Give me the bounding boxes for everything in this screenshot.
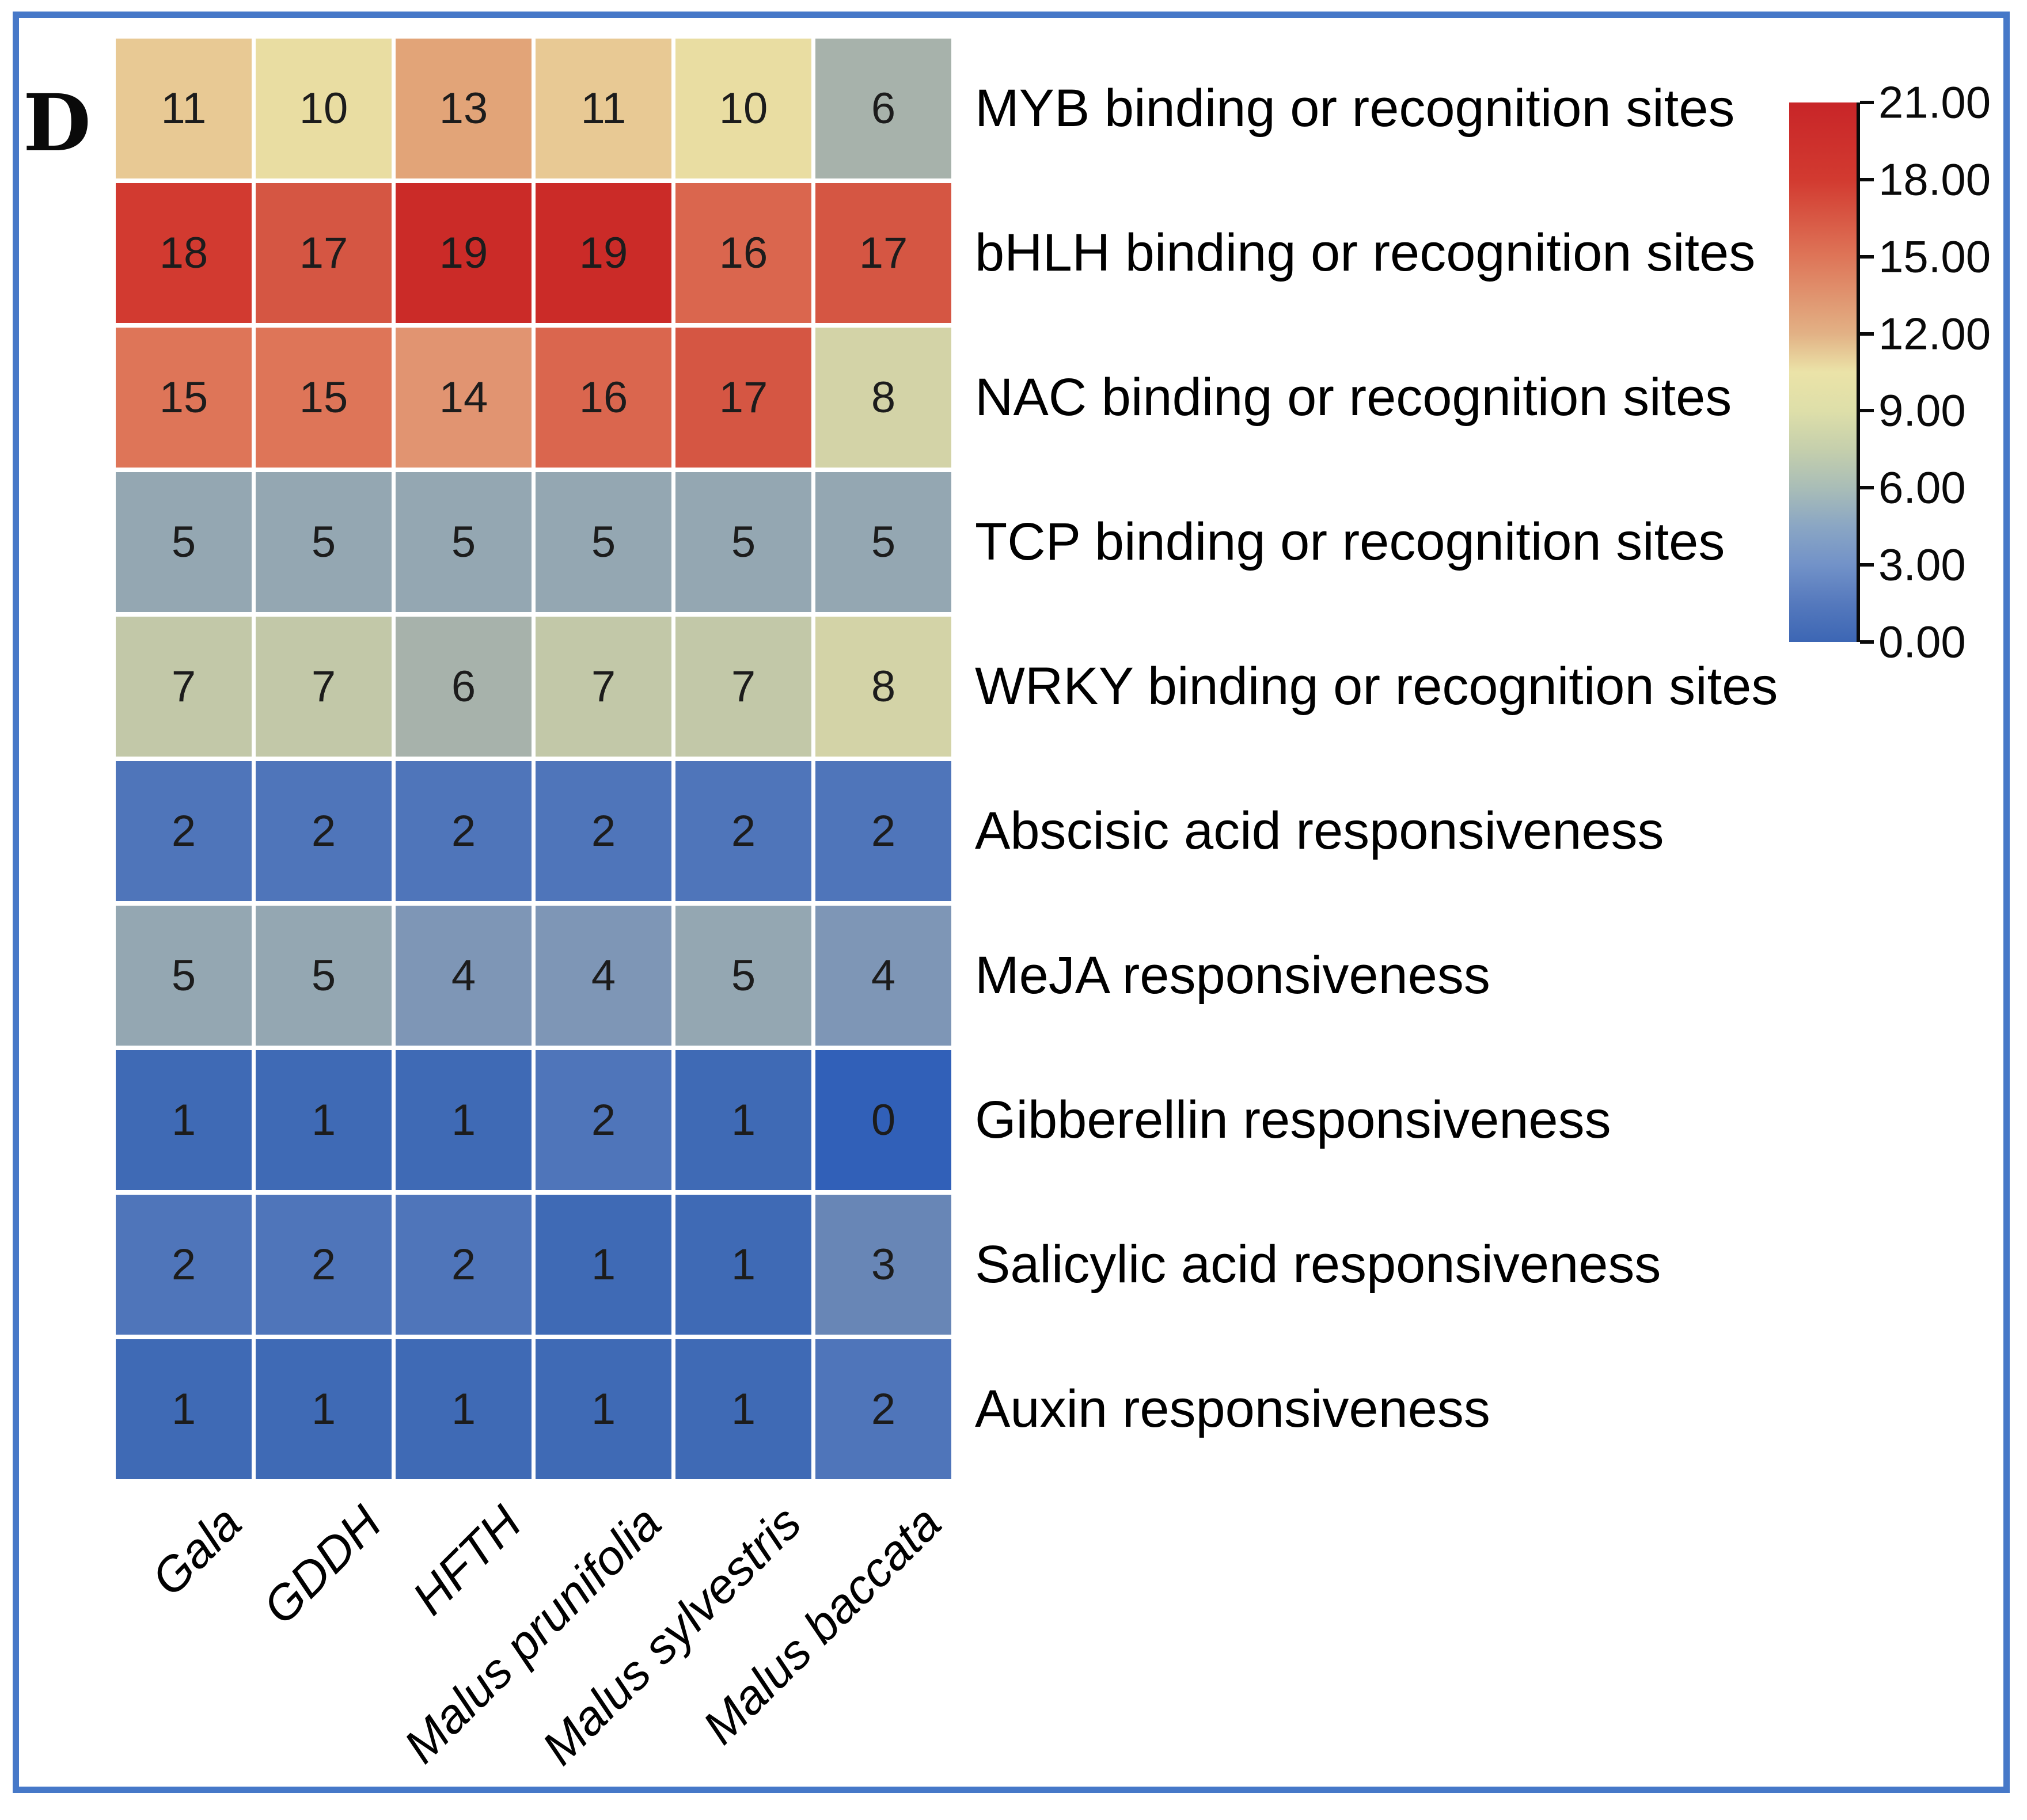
colorbar-tick — [1860, 409, 1874, 413]
heatmap-cell: 1 — [116, 1050, 252, 1190]
colorbar-tick-label: 15.00 — [1878, 231, 1991, 282]
heatmap-cell: 17 — [815, 183, 951, 323]
column-label: HFTH — [401, 1495, 532, 1625]
colorbar-tick — [1860, 486, 1874, 490]
column-label: Malus baccata — [692, 1495, 951, 1754]
heatmap-cell: 1 — [116, 1339, 252, 1479]
heatmap-cell: 15 — [256, 328, 392, 468]
heatmap-cell: 2 — [256, 761, 392, 901]
heatmap-cell: 19 — [396, 183, 532, 323]
heatmap-cell: 1 — [675, 1195, 811, 1335]
heatmap-cell: 1 — [256, 1339, 392, 1479]
heatmap-cell: 5 — [675, 906, 811, 1046]
heatmap-cell: 1 — [396, 1050, 532, 1190]
row-label: NAC binding or recognition sites — [975, 368, 1732, 427]
heatmap-cell: 2 — [815, 1339, 951, 1479]
heatmap-cell: 1 — [675, 1050, 811, 1190]
colorbar-tick-label: 6.00 — [1878, 462, 1966, 513]
colorbar-tick — [1860, 640, 1874, 644]
heatmap-cell: 18 — [116, 183, 252, 323]
colorbar-tick-label: 21.00 — [1878, 77, 1991, 128]
panel-label: D — [23, 77, 91, 169]
heatmap-cell: 11 — [536, 39, 671, 178]
heatmap-cell: 10 — [256, 39, 392, 178]
heatmap-cell: 5 — [116, 906, 252, 1046]
heatmap-cell: 5 — [675, 472, 811, 612]
row-label: WRKY binding or recognition sites — [975, 657, 1778, 716]
colorbar-tick — [1860, 101, 1874, 104]
heatmap-cell: 10 — [675, 39, 811, 178]
heatmap-cell: 16 — [675, 183, 811, 323]
colorbar-tick — [1860, 177, 1874, 181]
heatmap-cell: 7 — [256, 617, 392, 757]
colorbar-tick-label: 18.00 — [1878, 154, 1991, 205]
heatmap-cell: 7 — [536, 617, 671, 757]
colorbar-tick-label: 9.00 — [1878, 385, 1966, 436]
heatmap-cell: 2 — [536, 761, 671, 901]
heatmap-cell: 1 — [675, 1339, 811, 1479]
colorbar-tick-label: 12.00 — [1878, 308, 1991, 359]
heatmap-cell: 4 — [815, 906, 951, 1046]
heatmap-cell: 15 — [116, 328, 252, 468]
heatmap-cell: 1 — [256, 1050, 392, 1190]
colorbar-tick — [1860, 332, 1874, 336]
column-label: Malus prunifolia — [393, 1495, 671, 1773]
heatmap-cell: 2 — [815, 761, 951, 901]
heatmap-cell: 13 — [396, 39, 532, 178]
heatmap-cell: 6 — [815, 39, 951, 178]
heatmap-cell: 7 — [116, 617, 252, 757]
heatmap-cell: 5 — [536, 472, 671, 612]
row-label: TCP binding or recognition sites — [975, 512, 1725, 571]
heatmap-cell: 11 — [116, 39, 252, 178]
column-label: Malus sylvestris — [532, 1495, 811, 1775]
heatmap-cell: 6 — [396, 617, 532, 757]
heatmap-cell: 1 — [536, 1339, 671, 1479]
heatmap-cell: 2 — [396, 761, 532, 901]
heatmap-cell: 16 — [536, 328, 671, 468]
heatmap-cell: 2 — [536, 1050, 671, 1190]
heatmap-cell: 2 — [116, 761, 252, 901]
colorbar-tick-label: 3.00 — [1878, 539, 1966, 590]
heatmap-cell: 5 — [116, 472, 252, 612]
heatmap-cell: 2 — [675, 761, 811, 901]
heatmap-cell: 2 — [116, 1195, 252, 1335]
heatmap-cell: 0 — [815, 1050, 951, 1190]
colorbar-gradient — [1789, 102, 1860, 642]
heatmap-cell: 5 — [396, 472, 532, 612]
row-label: Abscisic acid responsiveness — [975, 801, 1664, 860]
colorbar-tick — [1860, 563, 1874, 567]
heatmap-cell: 14 — [396, 328, 532, 468]
heatmap-cell: 17 — [675, 328, 811, 468]
heatmap-cell: 1 — [536, 1195, 671, 1335]
heatmap-cell: 5 — [815, 472, 951, 612]
heatmap-cell: 4 — [536, 906, 671, 1046]
row-label: bHLH binding or recognition sites — [975, 223, 1756, 282]
heatmap-cell: 1 — [396, 1339, 532, 1479]
row-label: MeJA responsiveness — [975, 946, 1490, 1005]
heatmap-cell: 7 — [675, 617, 811, 757]
heatmap-cell: 3 — [815, 1195, 951, 1335]
heatmap-cell: 19 — [536, 183, 671, 323]
column-label: Gala — [141, 1495, 252, 1606]
heatmap-cell: 4 — [396, 906, 532, 1046]
column-label: GDDH — [252, 1495, 392, 1635]
heatmap-cell: 8 — [815, 328, 951, 468]
row-label: Salicylic acid responsiveness — [975, 1235, 1661, 1294]
heatmap-cell: 8 — [815, 617, 951, 757]
heatmap-cell: 5 — [256, 906, 392, 1046]
heatmap-cell: 2 — [396, 1195, 532, 1335]
heatmap-cell: 5 — [256, 472, 392, 612]
colorbar-tick — [1860, 254, 1874, 259]
colorbar-tick-label: 0.00 — [1878, 616, 1966, 667]
row-label: Auxin responsiveness — [975, 1380, 1490, 1438]
row-label: MYB binding or recognition sites — [975, 79, 1735, 138]
heatmap-cell: 2 — [256, 1195, 392, 1335]
row-label: Gibberellin responsiveness — [975, 1091, 1611, 1149]
heatmap-cell: 17 — [256, 183, 392, 323]
